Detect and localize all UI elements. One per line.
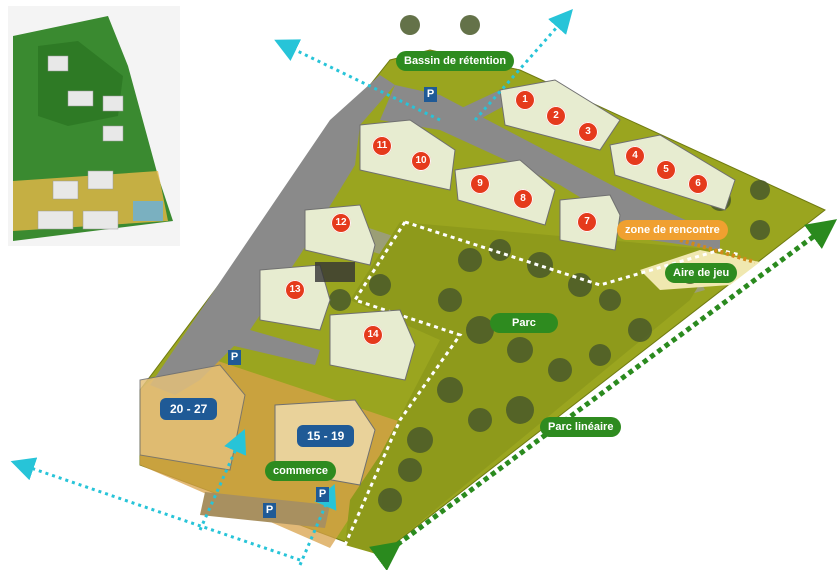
house-marker-1: 1 <box>515 90 535 110</box>
label-parc: Parc <box>490 313 558 333</box>
house-marker-10: 10 <box>411 151 431 171</box>
label-lots-15-19: 15 - 19 <box>297 425 355 447</box>
parking-icon: P <box>263 503 276 518</box>
house-marker-3: 3 <box>578 122 598 142</box>
parking-lot <box>315 262 355 282</box>
parking-icon: P <box>316 487 329 502</box>
label-commerce: commerce <box>265 461 337 481</box>
road-branch <box>440 90 515 130</box>
house-marker-7: 7 <box>577 212 597 232</box>
label-lots-20-27: 20 - 27 <box>160 398 218 420</box>
house-marker-6: 6 <box>688 174 708 194</box>
label-parc-lineaire: Parc linéaire <box>540 417 622 437</box>
house-marker-11: 11 <box>372 136 392 156</box>
house-marker-13: 13 <box>285 280 305 300</box>
house-marker-9: 9 <box>470 174 490 194</box>
parking-icon: P <box>228 350 241 365</box>
house-marker-2: 2 <box>546 106 566 126</box>
main-road <box>150 75 395 395</box>
inset-map <box>8 6 180 246</box>
zone-rencontre-path <box>679 238 756 264</box>
house-marker-5: 5 <box>656 160 676 180</box>
curved-road <box>210 325 320 365</box>
flow-arrows <box>10 9 573 566</box>
house-marker-8: 8 <box>513 189 533 209</box>
label-aire-de-jeu: Aire de jeu <box>665 263 738 283</box>
label-zone-de-rencontre: zone de rencontre <box>617 220 728 240</box>
house-marker-12: 12 <box>331 213 351 233</box>
house-marker-4: 4 <box>625 146 645 166</box>
parking-icon: P <box>424 87 437 102</box>
house-marker-14: 14 <box>363 325 383 345</box>
label-bassin-de-retention: Bassin de rétention <box>396 51 515 71</box>
parc-lineaire-arrow <box>369 219 838 571</box>
